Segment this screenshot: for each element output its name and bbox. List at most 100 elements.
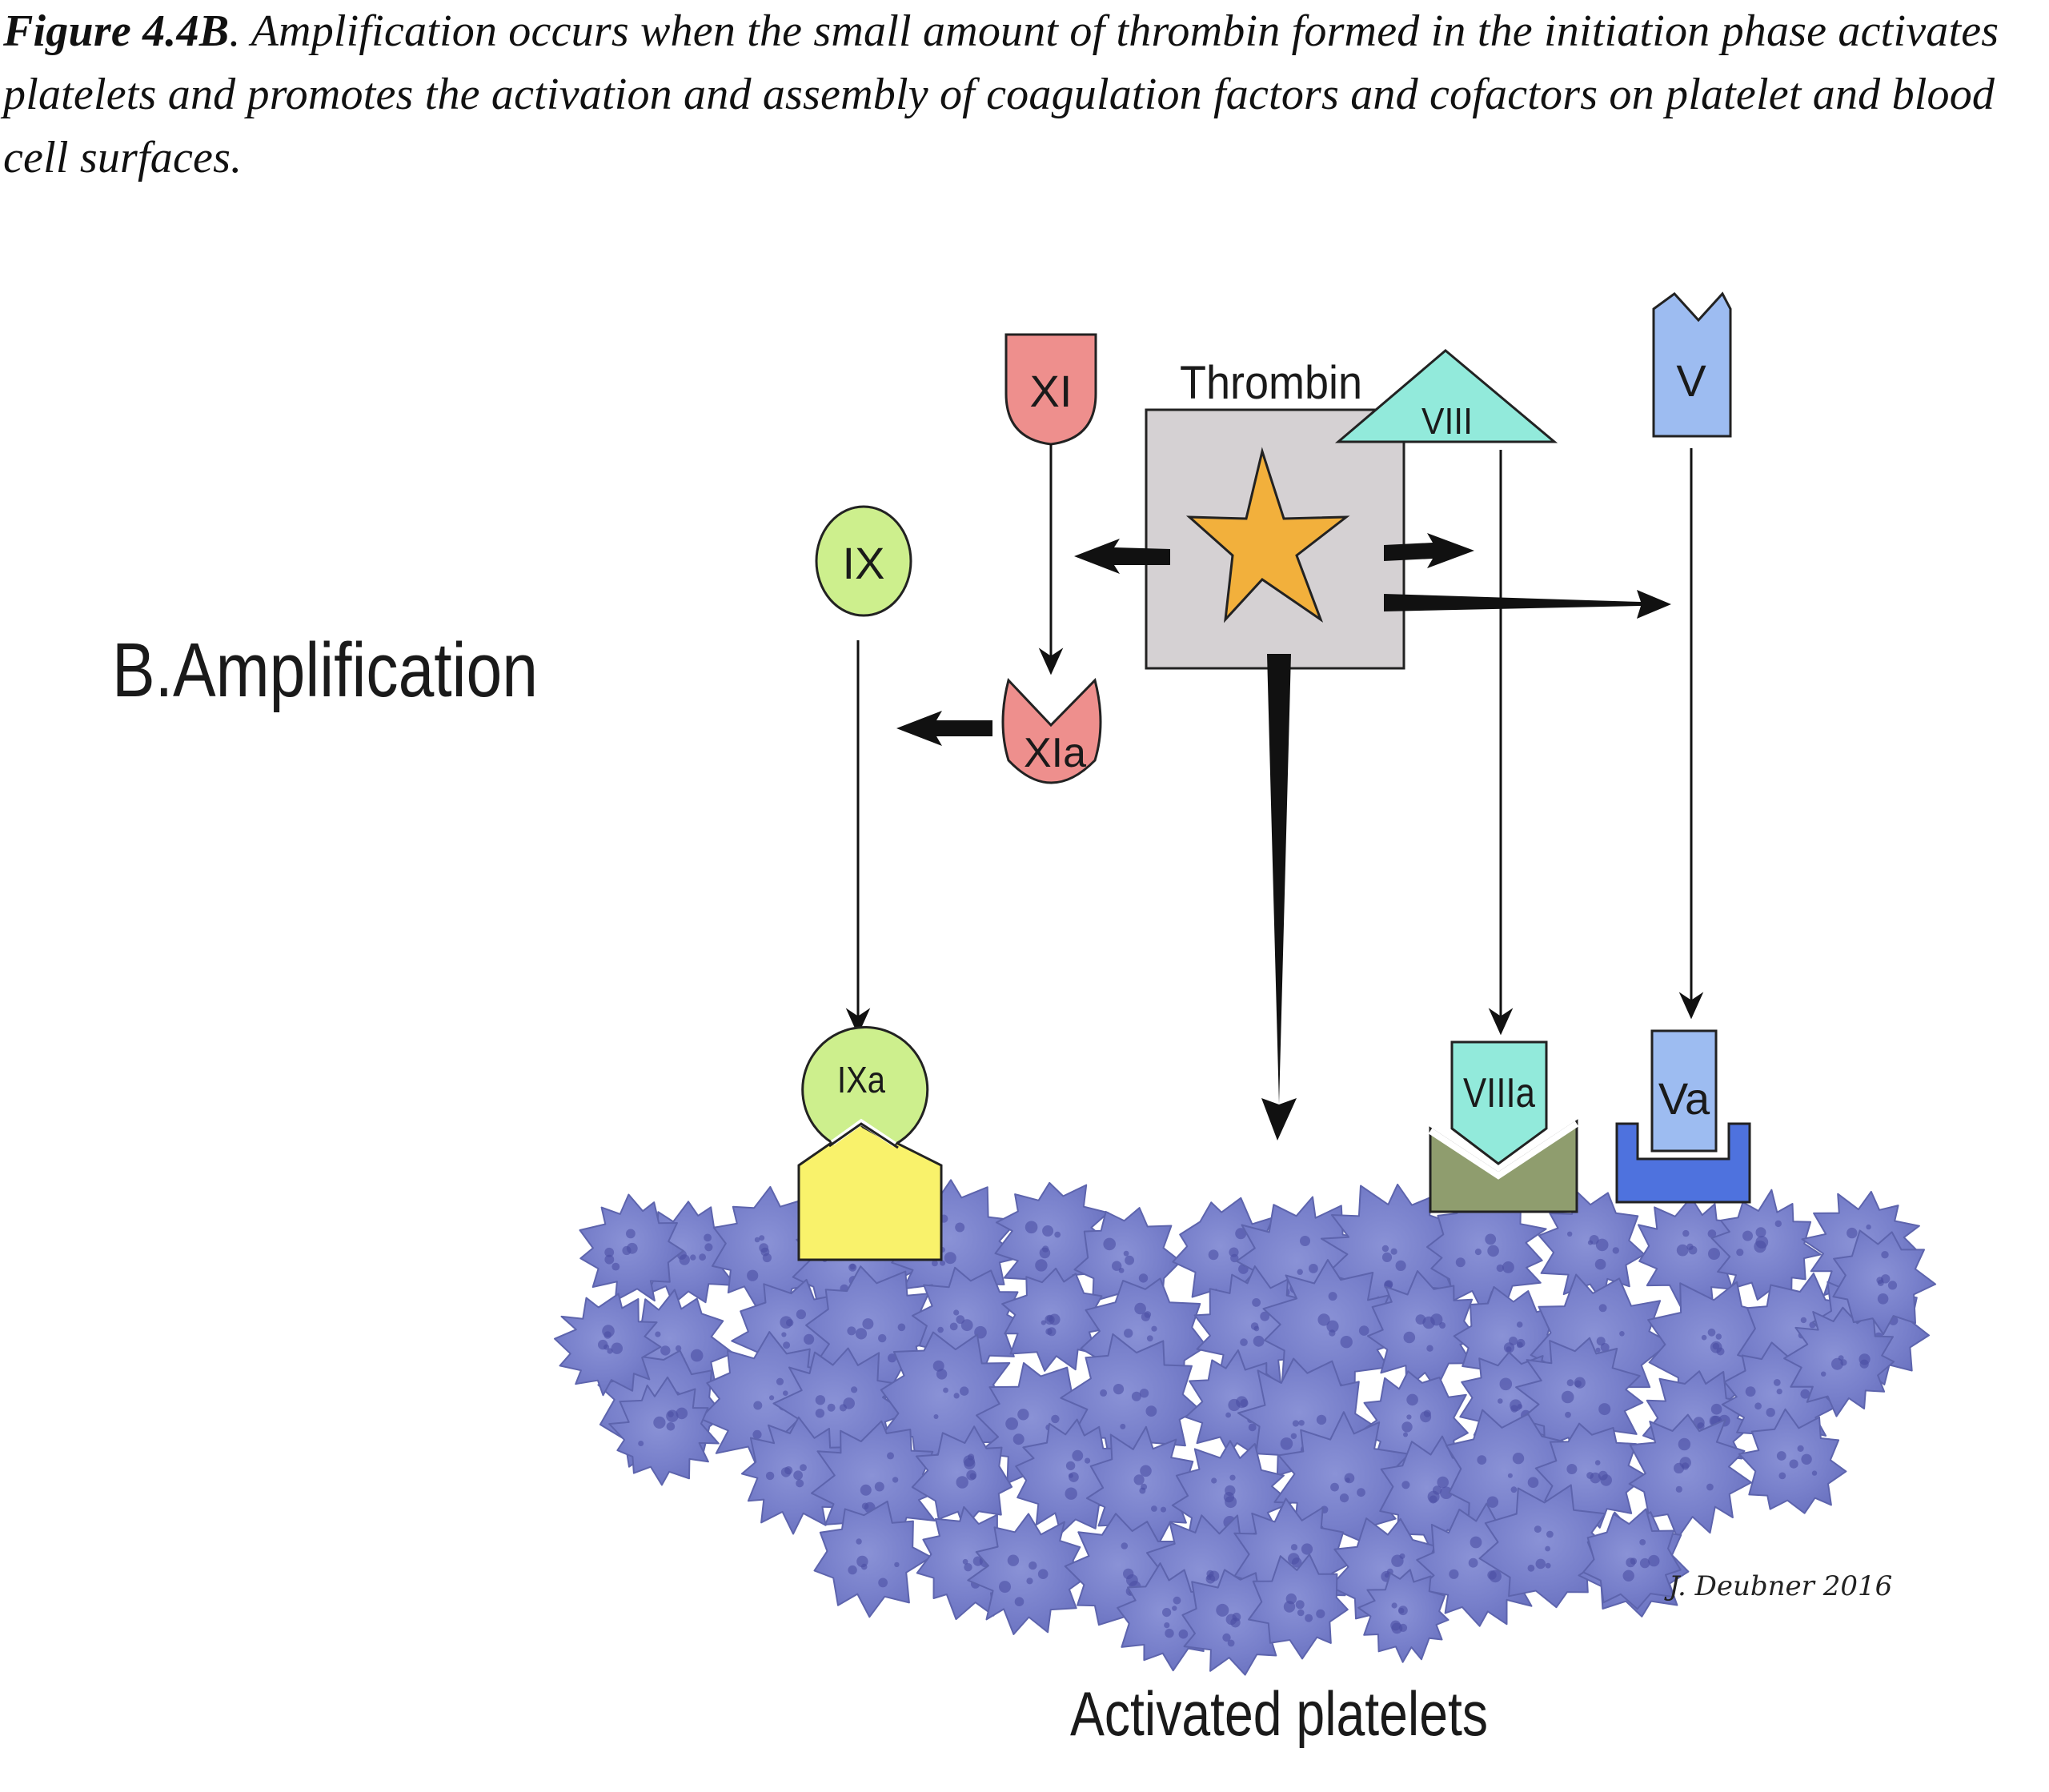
platelet-granule — [1024, 1221, 1038, 1234]
platelet-granule — [1596, 1337, 1606, 1346]
platelet-granule — [1178, 1629, 1189, 1639]
platelet-granule — [1774, 1220, 1782, 1228]
platelet-granule — [851, 1386, 858, 1393]
platelet-granule — [860, 1484, 872, 1496]
platelet-granule — [960, 1319, 973, 1332]
platelet-granule — [848, 1263, 857, 1272]
platelet-granule — [603, 1344, 610, 1350]
platelet-granule — [1487, 1245, 1499, 1257]
platelet-granule — [1295, 1600, 1305, 1610]
platelet-granule — [1430, 1313, 1443, 1326]
platelet-granule — [848, 1565, 857, 1575]
platelet-granule — [1395, 1260, 1406, 1271]
thrombin-to-platelets-arrow — [1261, 654, 1297, 1141]
platelet-granule — [1401, 1421, 1413, 1433]
platelet-granule — [1877, 1293, 1889, 1305]
platelet-granule — [878, 1333, 887, 1343]
platelet-granule — [937, 1326, 944, 1333]
platelet-granule — [747, 1269, 759, 1281]
platelet-granule — [1035, 1259, 1048, 1272]
platelet-granule — [759, 1243, 769, 1253]
va-receptor — [1615, 1122, 1751, 1204]
platelet-granule — [1253, 1335, 1265, 1347]
platelet-granule — [1326, 1320, 1339, 1333]
platelet-granule — [815, 1395, 826, 1405]
platelet-granule — [1600, 1474, 1612, 1486]
platelet-granule — [765, 1471, 775, 1481]
platelet-granule — [1574, 1380, 1582, 1388]
platelet-granule — [1390, 1248, 1397, 1255]
platelet-granule — [1100, 1389, 1108, 1397]
platelet-granule — [666, 1422, 676, 1431]
platelet-granule — [1045, 1328, 1053, 1335]
platelet-granule — [1847, 1227, 1858, 1239]
platelet-granule — [1406, 1393, 1418, 1406]
factor-viiia-label: VIIIa — [1463, 1070, 1535, 1116]
platelet-granule — [878, 1578, 888, 1588]
platelet-granule — [1316, 1609, 1325, 1618]
platelet-granule — [1630, 1557, 1638, 1565]
platelet-granule — [887, 1452, 894, 1460]
platelet-granule — [1612, 1247, 1620, 1254]
platelet-granule — [1216, 1603, 1229, 1617]
platelet-granule — [1600, 1343, 1610, 1352]
platelet-granule — [602, 1325, 615, 1337]
platelet-granule — [1455, 1257, 1466, 1268]
platelet-granule — [754, 1237, 760, 1243]
platelet-granule — [1755, 1227, 1766, 1238]
platelet-granule — [780, 1467, 792, 1477]
platelet-granule — [1297, 1609, 1305, 1617]
phase-title: B.Amplification — [112, 627, 538, 713]
platelet-granule — [611, 1342, 623, 1354]
platelet-granule — [1288, 1553, 1300, 1565]
platelet-granule — [1172, 1606, 1177, 1611]
thrombin-to-xi-arrow — [1074, 539, 1170, 574]
platelet-granule — [1151, 1325, 1157, 1332]
platelet-granule — [1429, 1495, 1438, 1504]
platelet-granule — [966, 1469, 977, 1481]
platelet-granule — [1776, 1451, 1786, 1461]
platelet-granule — [1527, 1564, 1535, 1572]
platelet-granule — [1391, 1622, 1403, 1634]
platelet-granule — [839, 1404, 847, 1412]
platelet-granule — [1227, 1639, 1235, 1647]
platelet-granule — [962, 1558, 968, 1565]
va-complex: Va — [1615, 1029, 1751, 1204]
platelet-granule — [1401, 1481, 1410, 1489]
platelet-granule — [1280, 1437, 1293, 1450]
platelet-granule — [1339, 1493, 1349, 1503]
platelet-granule — [699, 1253, 706, 1261]
platelet-granule — [1403, 1432, 1408, 1437]
platelet-granule — [855, 1328, 868, 1340]
platelet-granule — [1357, 1488, 1365, 1497]
platelet-granule — [1477, 1455, 1487, 1465]
platelet-granule — [1014, 1597, 1024, 1606]
platelet-granule — [1230, 1618, 1241, 1628]
platelet-granule — [1697, 1422, 1705, 1430]
platelet-granule — [1789, 1459, 1798, 1469]
platelet-granule — [1498, 1398, 1503, 1404]
platelet-granule — [1831, 1357, 1843, 1370]
platelet-granule — [933, 1414, 939, 1419]
platelet-granule — [1381, 1245, 1389, 1253]
platelet-granule — [1742, 1230, 1753, 1241]
platelet-granule — [781, 1332, 787, 1337]
platelet-granule — [1754, 1402, 1762, 1410]
platelet-granule — [1151, 1505, 1157, 1512]
viiia-complex: VIIIa — [1428, 1040, 1579, 1213]
platelet-granule — [1121, 1542, 1129, 1549]
platelet-granule — [1586, 1472, 1594, 1479]
platelet-granule — [638, 1441, 644, 1446]
platelet-granule — [1710, 1341, 1722, 1353]
platelet-granule — [1173, 1596, 1181, 1605]
thrombin-star-icon — [1185, 447, 1350, 623]
platelet-granule — [1123, 1250, 1129, 1257]
platelet-granule — [653, 1416, 666, 1429]
platelet-granule — [1235, 1228, 1247, 1240]
platelet-granule — [604, 1254, 615, 1265]
platelet-granule — [1260, 1311, 1270, 1321]
platelet-granule — [1470, 1536, 1482, 1549]
platelet-granule — [626, 1242, 638, 1254]
platelet-granule — [804, 1333, 815, 1345]
